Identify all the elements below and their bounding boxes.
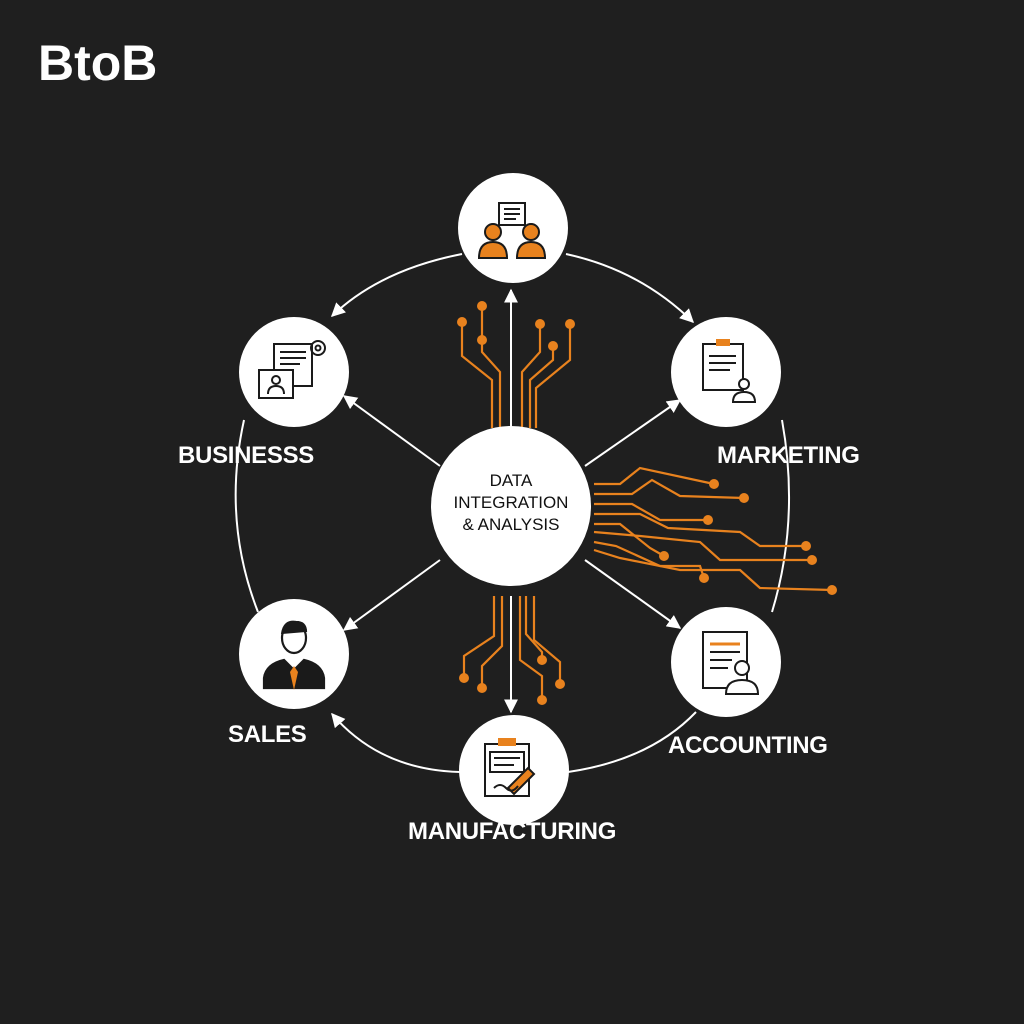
clipboard-edit-icon bbox=[484, 738, 536, 797]
label-marketing: MARKETING bbox=[717, 442, 860, 469]
team-document-icon bbox=[477, 202, 547, 259]
ring-arc-left bbox=[234, 419, 259, 613]
outer-ring bbox=[234, 253, 790, 773]
hub-label: DATA INTEGRATION & ANALYSIS bbox=[431, 470, 591, 536]
ring-arc-bottom-right bbox=[567, 711, 697, 773]
hub-line-1: DATA bbox=[489, 471, 533, 490]
circuit-nodes bbox=[457, 301, 837, 705]
spokes bbox=[342, 288, 682, 714]
circuit-traces bbox=[460, 306, 833, 700]
node-top-circle bbox=[458, 173, 568, 283]
clipboard-user-icon bbox=[702, 339, 757, 403]
label-accounting: ACCOUNTING bbox=[668, 732, 828, 759]
ring-arc-bottom-left bbox=[331, 712, 461, 773]
label-manufacturing: MANUFACTURING bbox=[408, 818, 617, 845]
hub-circle bbox=[431, 426, 591, 586]
hub-line-2: INTEGRATION bbox=[453, 493, 569, 512]
document-user-icon bbox=[702, 631, 760, 695]
businessman-tie-icon bbox=[262, 620, 326, 690]
spoke-marketing bbox=[584, 399, 682, 467]
brand-title: BtoB bbox=[38, 35, 158, 91]
ring-arc-top-right bbox=[565, 253, 694, 323]
ring-arc-right bbox=[771, 419, 790, 613]
label-sales: SALES bbox=[228, 721, 307, 748]
spoke-business bbox=[342, 395, 441, 467]
label-business: BUSINESSS bbox=[178, 442, 315, 469]
document-gear-id-card-icon bbox=[258, 340, 326, 399]
hub-line-3: & ANALYSIS bbox=[462, 515, 560, 534]
ring-arc-top-left bbox=[330, 253, 463, 317]
spoke-accounting bbox=[584, 559, 682, 629]
spoke-sales bbox=[342, 559, 441, 631]
